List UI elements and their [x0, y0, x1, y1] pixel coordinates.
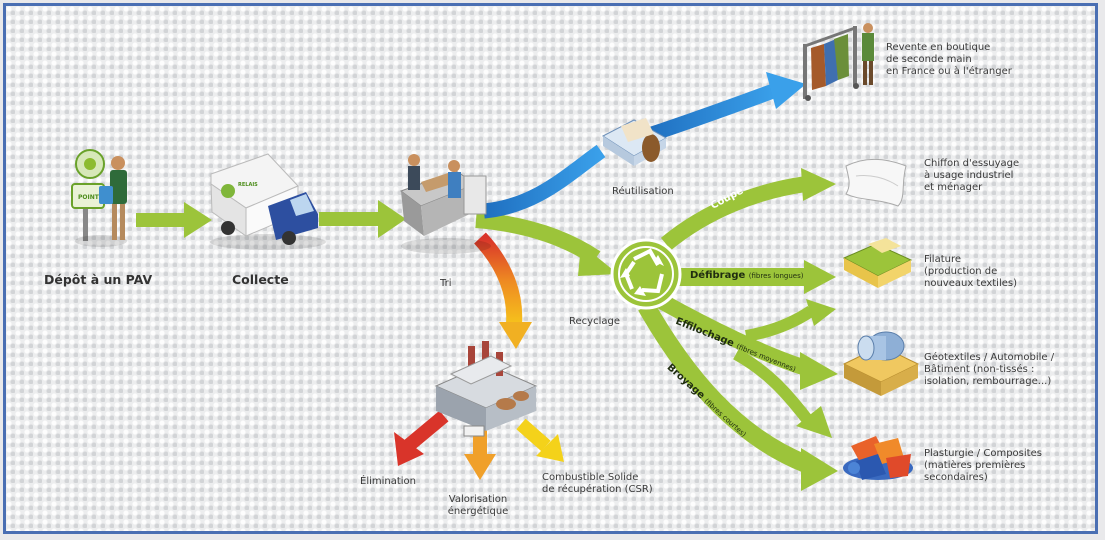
stage-label-reutilisation: Réutilisation [612, 186, 674, 197]
outcome-geotextiles-line: Géotextiles / Automobile / [924, 352, 1055, 363]
stage-label-collecte: Collecte [232, 272, 289, 287]
outcome-plasturgie: Plasturgie / Composites (matières premiè… [924, 448, 1042, 484]
arrow-elimination [394, 410, 449, 466]
truck-icon [210, 153, 326, 250]
branch-broyage [638, 301, 838, 491]
disposal-valorisation-line: énergétique [447, 506, 509, 517]
defibrage-note: (fibres longues) [748, 272, 804, 280]
textile-fabric-icon [842, 238, 913, 288]
outcome-chiffon-line: et ménager [924, 182, 983, 193]
arrow-collecte-to-tri [319, 200, 406, 238]
geotextile-roll-icon [842, 331, 920, 396]
outcome-revente-line: en France ou à l'étranger [886, 66, 1012, 77]
arrow-reutilisation [483, 72, 806, 219]
cloth-rag-icon [845, 158, 907, 207]
arrow-tri-to-elimination [474, 232, 532, 349]
outcome-plasturgie-line: secondaires) [924, 472, 988, 483]
outcome-filature: Filature (production de nouveaux textile… [924, 254, 1017, 290]
defibrage-label: Défibrage [690, 270, 746, 281]
branch-label-defibrage: Défibrage (fibres longues) [690, 270, 803, 282]
outcome-revente: Revente en boutique de seconde main en F… [886, 42, 1012, 78]
branch-effilochage [657, 294, 838, 438]
incinerator-plant-icon [434, 341, 538, 437]
outcome-chiffon-line: à usage industriel [924, 170, 1014, 181]
branch-defibrage [678, 260, 836, 294]
outcome-geotextiles: Géotextiles / Automobile / Bâtiment (non… [924, 352, 1054, 388]
disposal-csr-line: Combustible Solide [542, 472, 639, 483]
outcome-filature-line: Filature [924, 254, 962, 265]
outcome-chiffon: Chiffon d'essuyage à usage industriel et… [924, 158, 1019, 194]
disposal-valorisation-line: Valorisation [448, 494, 508, 505]
disposal-elimination: Élimination [360, 476, 417, 487]
disposal-valorisation: Valorisation énergétique [438, 494, 518, 518]
stage-label-depot: Dépôt à un PAV [44, 272, 153, 287]
plastic-granules-icon [843, 436, 913, 480]
outcome-geotextiles-line: Bâtiment (non-tissés : [924, 364, 1035, 375]
arrow-csr [516, 418, 564, 462]
branch-coupe [660, 168, 836, 251]
bin-sign-text: POINT [78, 194, 100, 201]
arrow-depot-to-collecte [136, 202, 212, 238]
disposal-csr: Combustible Solide de récupération (CSR) [542, 472, 653, 496]
outcome-plasturgie-line: Plasturgie / Composites [924, 448, 1042, 459]
outcome-filature-line: nouveaux textiles) [924, 278, 1017, 289]
outcome-filature-line: (production de [924, 266, 998, 277]
reuse-clothes-icon [602, 118, 668, 166]
diagram-frame: POINT RELAIS [3, 3, 1098, 534]
truck-logo-text: RELAIS [238, 182, 258, 188]
sorting-station-icon [399, 154, 491, 254]
disposal-csr-line: de récupération (CSR) [542, 484, 653, 495]
stage-label-tri: Tri [440, 278, 452, 289]
drop-off-point-icon [71, 149, 127, 247]
stage-label-recyclage: Recyclage [569, 316, 620, 327]
recycling-icon [610, 238, 682, 310]
outcome-revente-line: Revente en boutique [886, 42, 991, 53]
outcome-revente-line: de seconde main [886, 54, 972, 65]
arrow-tri-to-recyclage [475, 212, 618, 276]
outcome-geotextiles-line: isolation, rembourrage...) [924, 376, 1052, 387]
flow-diagram: POINT RELAIS [71, 23, 920, 491]
outcome-plasturgie-line: (matières premières [924, 460, 1026, 471]
clothes-rack-icon [803, 23, 874, 101]
outcome-chiffon-line: Chiffon d'essuyage [924, 158, 1020, 169]
